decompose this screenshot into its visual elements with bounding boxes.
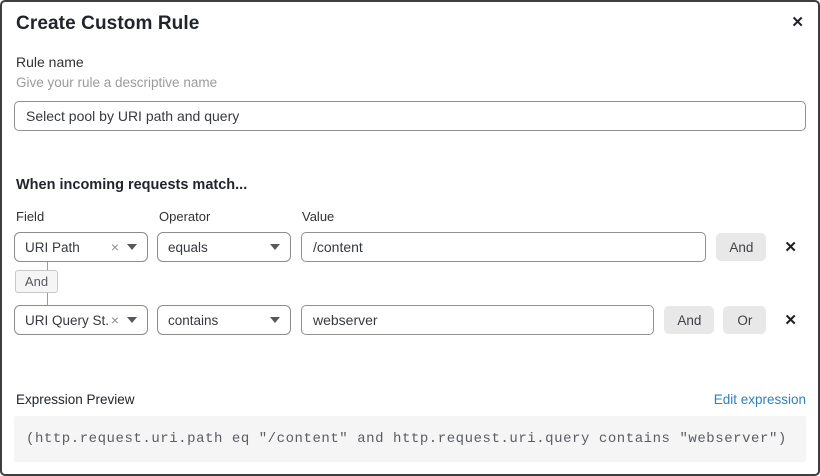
dialog-header: Create Custom Rule ✕ [14, 12, 806, 35]
close-icon[interactable]: ✕ [791, 14, 804, 31]
dialog-title: Create Custom Rule [16, 13, 200, 34]
value-input[interactable] [301, 305, 655, 335]
row-connector: And [14, 262, 806, 305]
expression-code-box: (http.request.uri.path eq "/content" and… [14, 416, 806, 462]
operator-select-value: contains [168, 312, 219, 328]
rule-name-label: Rule name [16, 54, 84, 70]
operator-select[interactable]: equals [157, 232, 291, 262]
chevron-down-icon [127, 317, 137, 323]
chevron-down-icon [270, 244, 280, 250]
field-select[interactable]: URI Query St... × [14, 305, 148, 335]
and-button[interactable]: And [716, 233, 767, 261]
expression-preview-label: Expression Preview [16, 392, 135, 407]
field-select-value: URI Path [25, 239, 80, 255]
condition-column-labels: Field Operator Value [14, 209, 806, 224]
expression-preview-header: Expression Preview Edit expression [14, 392, 806, 408]
operator-select[interactable]: contains [157, 305, 291, 335]
and-button[interactable]: And [664, 306, 715, 334]
edit-expression-link[interactable]: Edit expression [713, 392, 806, 407]
value-input[interactable] [301, 232, 707, 262]
delete-row-icon[interactable]: ✕ [784, 311, 797, 329]
match-section-heading: When incoming requests match... [16, 177, 248, 193]
rule-name-input[interactable] [14, 101, 806, 131]
condition-row-1: URI Path × equals And ✕ [14, 232, 806, 262]
or-button[interactable]: Or [723, 306, 767, 334]
condition-row-2: URI Query St... × contains And Or ✕ [14, 305, 806, 335]
and-connector-badge: And [15, 270, 58, 293]
value-column-label: Value [302, 209, 335, 224]
field-select-value: URI Query St... [25, 312, 109, 328]
chevron-down-icon [270, 317, 280, 323]
clear-icon[interactable]: × [110, 312, 119, 328]
connector-line [47, 262, 48, 270]
delete-row-icon[interactable]: ✕ [784, 238, 797, 256]
clear-icon[interactable]: × [110, 239, 119, 255]
chevron-down-icon [127, 244, 137, 250]
operator-column-label: Operator [159, 209, 211, 224]
operator-select-value: equals [168, 239, 208, 255]
rule-name-hint: Give your rule a descriptive name [16, 75, 218, 90]
field-select[interactable]: URI Path × [14, 232, 148, 262]
field-column-label: Field [16, 209, 45, 224]
connector-line [47, 293, 48, 305]
